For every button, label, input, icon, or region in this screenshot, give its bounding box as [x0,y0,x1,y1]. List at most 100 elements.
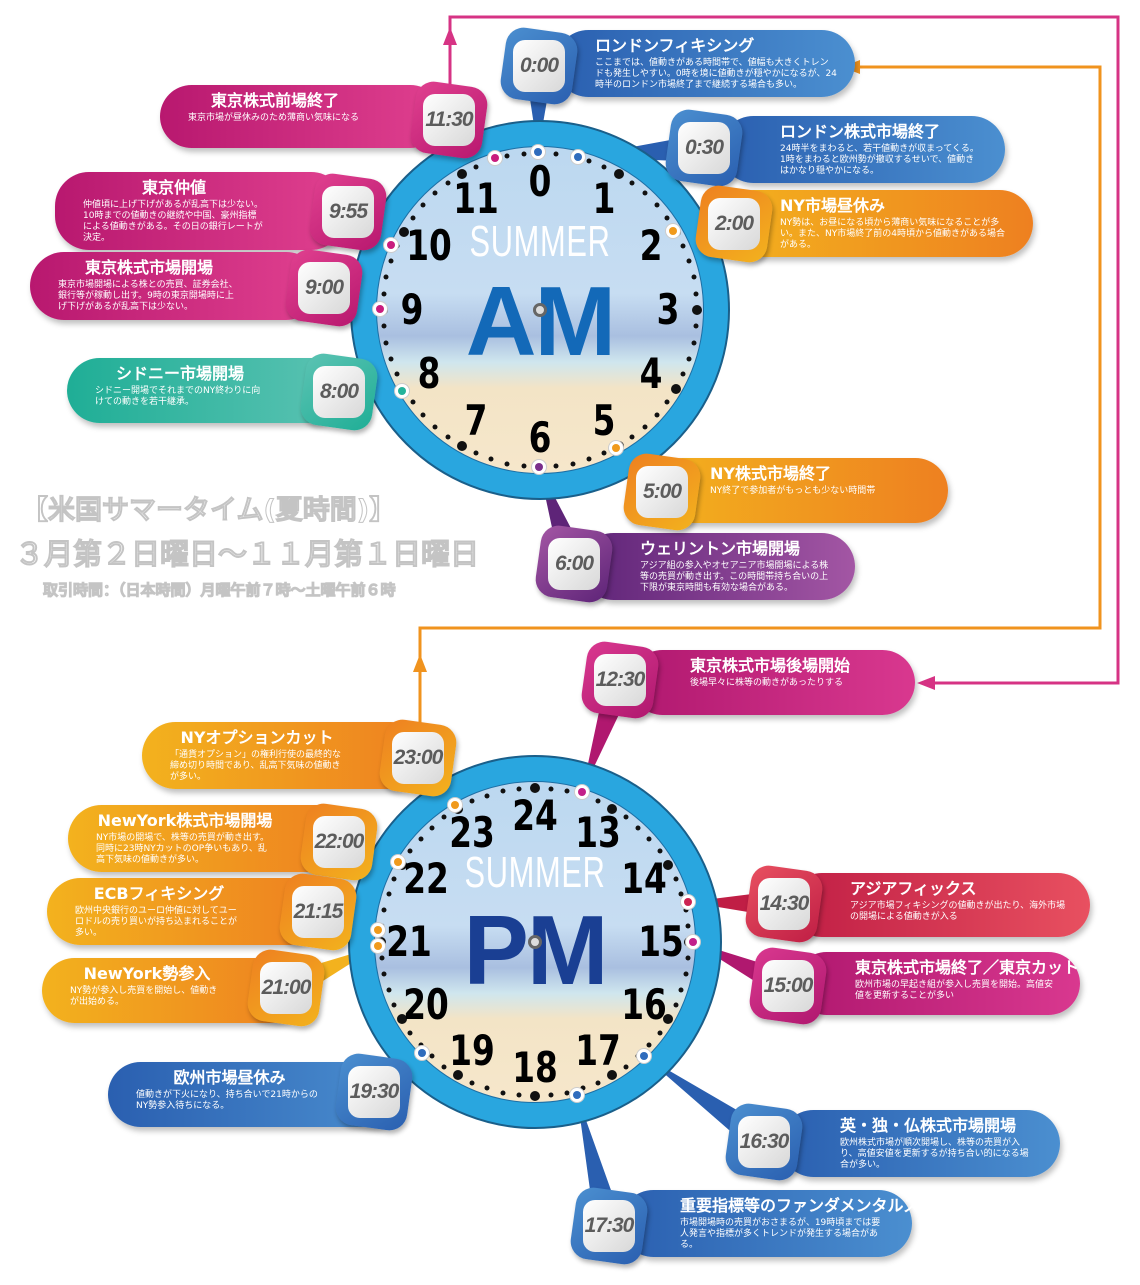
minute-tick [663,860,674,870]
badge-inner: 8:00 [313,366,365,418]
badge-inner: 9:55 [322,186,374,238]
callout-2300-time-badge: 23:00 [377,717,459,799]
callout-title: NewYork勢参入 [83,964,211,983]
minute-tick [410,399,416,405]
minute-tick [407,1030,413,1036]
minute-tick [683,907,689,913]
minute-tick [657,848,663,854]
notice-title: 【米国サマータイム(夏時間)】 [20,495,397,527]
callout-title: NY株式市場終了 [710,464,831,483]
minute-tick [456,440,467,451]
minute-tick [386,987,392,993]
callout-1230-time-badge: 12:30 [579,639,661,721]
callout-description: 値動きが下火になり、持ち合いで21時からのNY勢参入待ちになる。 [136,1090,318,1111]
minute-tick [692,305,702,315]
callout-2115-pin [370,922,386,938]
callout-2200-pin [390,854,406,870]
minute-tick [664,215,670,221]
minute-tick [680,371,686,377]
callout-600-time-badge: 6:00 [533,523,615,605]
minute-tick [381,323,387,329]
callout-600-box: ウェリントン市場開場アジア組の参入やオセアニア市場開場による株等の売買が動き出す… [580,533,855,600]
minute-tick [691,274,697,280]
callout-1430-box: アジアフィックスアジア市場フィキシングの値動きが出たり、海外市場の開場による値動… [790,873,1090,937]
hour-number: 3 [656,285,680,334]
minute-tick [500,788,506,794]
callout-description: ここまでは、値動きがある時間帯で、値幅も大きくトレンドも発生しやすい。0時を境に… [595,58,837,90]
callout-title: 東京株式市場終了／東京カット [855,958,1080,977]
minute-tick [516,786,522,792]
callout-030-pin [570,149,586,165]
callout-900-pin [372,301,388,317]
callout-title: 欧州市場昼休み [173,1068,286,1087]
callout-1730-time-badge: 17:30 [568,1185,650,1267]
minute-tick [407,848,413,854]
minute-tick [504,461,510,467]
callout-title: 東京株式市場開場 [84,258,213,277]
minute-tick [391,876,397,882]
minute-tick [635,825,641,831]
minute-tick [570,461,576,467]
minute-tick [383,340,389,346]
callout-200-pin [665,223,681,239]
callout-time: 14:30 [759,892,809,915]
minute-tick [488,456,494,462]
callout-200-time-badge: 2:00 [693,183,775,265]
minute-tick [693,323,699,329]
minute-tick [601,450,607,456]
minute-tick [642,424,648,430]
minute-tick [678,891,684,897]
minute-tick [473,450,479,456]
hour-number: 16 [621,980,667,1029]
callout-500-time-badge: 5:00 [621,451,703,533]
callout-title: NewYork株式市場開場 [97,811,273,830]
hour-number: 21 [386,917,432,966]
hour-number: 13 [575,807,621,857]
minute-tick [429,825,435,831]
minute-tick [391,1002,397,1008]
hour-number: 0 [528,157,552,206]
callout-description: 24時半をまわると、若干値動きが収まってくる。1時をまわると欧州勢が撤収するせい… [780,144,979,176]
minute-tick [383,274,389,280]
minute-tick [469,1080,475,1086]
minute-tick [548,786,554,792]
hour-number: 9 [400,285,424,334]
callout-time: 22:00 [314,830,364,853]
badge-inner: 12:30 [594,654,646,706]
callout-1630-pin [636,1048,652,1064]
callout-time: 12:30 [595,668,645,691]
callout-2100-pin [370,938,386,954]
minute-tick [613,169,624,180]
callout-title: NY市場昼休み [780,196,885,215]
minute-tick [623,1064,629,1070]
notice-trading-hours: 取引時間：（日本時間）月曜午前７時～土曜午前６時 [42,581,396,600]
minute-tick [530,783,540,793]
callout-title: ECBフィキシング [93,884,225,903]
minute-tick [673,1002,679,1008]
minute-tick [595,798,601,804]
callout-2100-time-badge: 21:00 [245,947,327,1029]
callout-title: ロンドン株式市場終了 [780,122,941,141]
callout-1630-time-badge: 16:30 [723,1101,805,1183]
minute-tick [453,1070,463,1081]
minute-tick [420,202,426,208]
badge-inner: 19:30 [348,1066,400,1118]
badge-inner: 6:00 [548,538,600,590]
minute-tick [381,907,387,913]
callout-2115-time-badge: 21:15 [277,871,359,953]
hour-number: 23 [449,807,495,857]
callout-description: NY終了で参加者がもっとも少ない時間帯 [710,486,876,496]
hour-number: 17 [575,1026,621,1076]
summer-time-notice: 【米国サマータイム(夏時間)】 ３月第２日曜日～１１月第１日曜日 取引時間：（日… [14,488,479,600]
minute-tick [642,190,648,196]
am-label: AM [465,266,616,376]
callout-time: 23:00 [393,746,443,769]
pink-arrowhead-left [917,676,935,690]
callout-030-time-badge: 0:30 [663,107,745,189]
minute-tick [432,424,438,430]
minute-tick [664,399,670,405]
callout-955-pin [383,237,399,253]
minute-tick [521,151,527,157]
